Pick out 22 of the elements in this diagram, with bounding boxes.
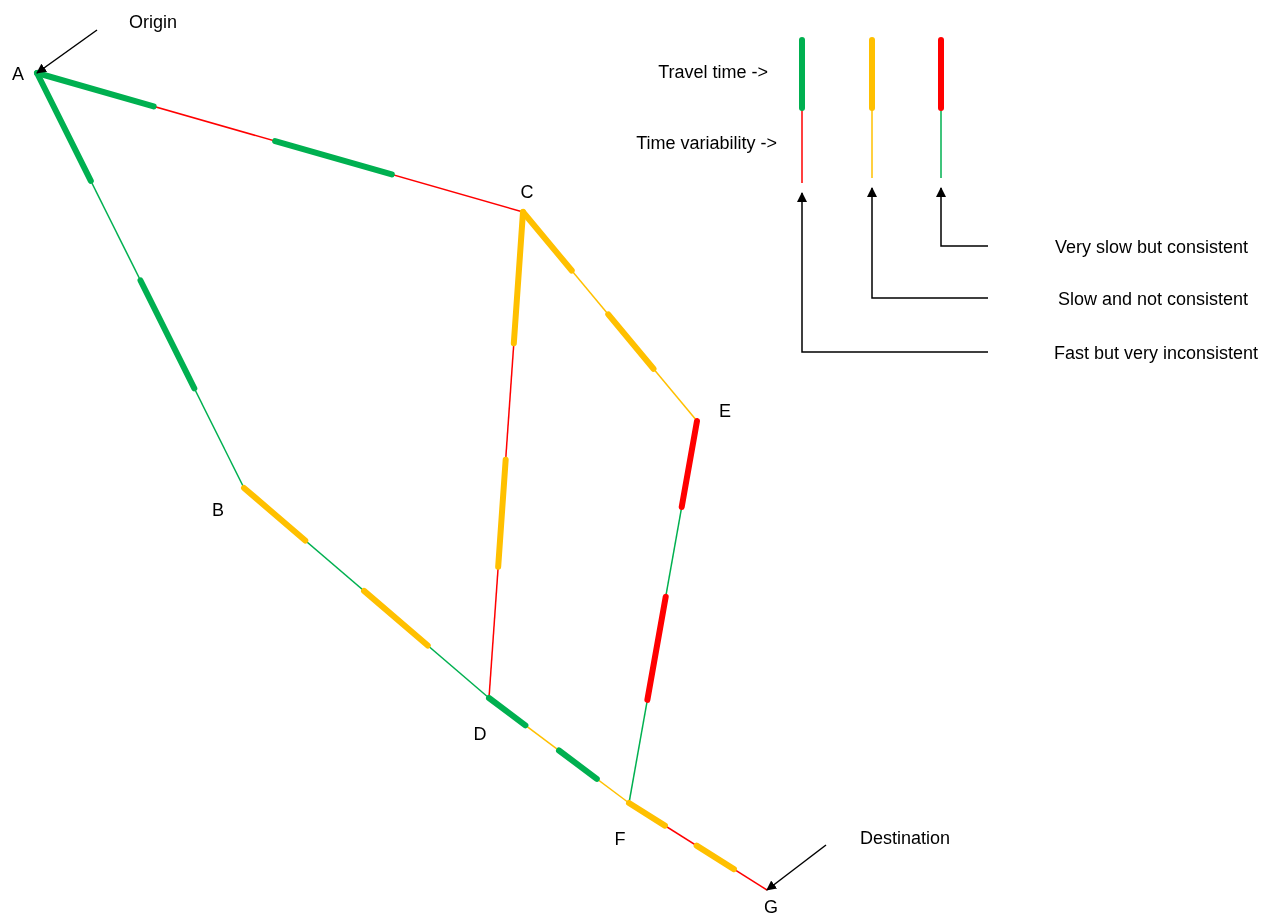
point-label: E <box>697 400 731 421</box>
legend-line-sample <box>799 37 805 184</box>
point-label: B <box>212 488 244 520</box>
annotation-text: Fast but very inconsistent <box>988 342 1258 364</box>
legend-row-label: Travel time -> <box>658 62 768 82</box>
legend-row-label: Time variability -> <box>636 133 777 153</box>
annotation-text: Very slow but consistent <box>988 236 1248 258</box>
legend-line-sample <box>869 37 875 179</box>
arrow <box>867 187 989 299</box>
point-label: F <box>608 801 632 849</box>
legend-line-sample <box>938 37 944 179</box>
annotation-text: Slow and not consistent <box>988 288 1248 310</box>
point-label: A <box>12 63 37 85</box>
annotation-text: Destination <box>826 826 950 850</box>
arrow <box>36 29 98 74</box>
arrow <box>936 187 989 247</box>
arrow <box>766 844 827 891</box>
point-label: G <box>758 890 784 917</box>
point-label: D <box>468 696 492 744</box>
arrow <box>797 192 989 353</box>
annotation-text: Origin <box>97 10 177 34</box>
point-label: C <box>515 182 539 212</box>
